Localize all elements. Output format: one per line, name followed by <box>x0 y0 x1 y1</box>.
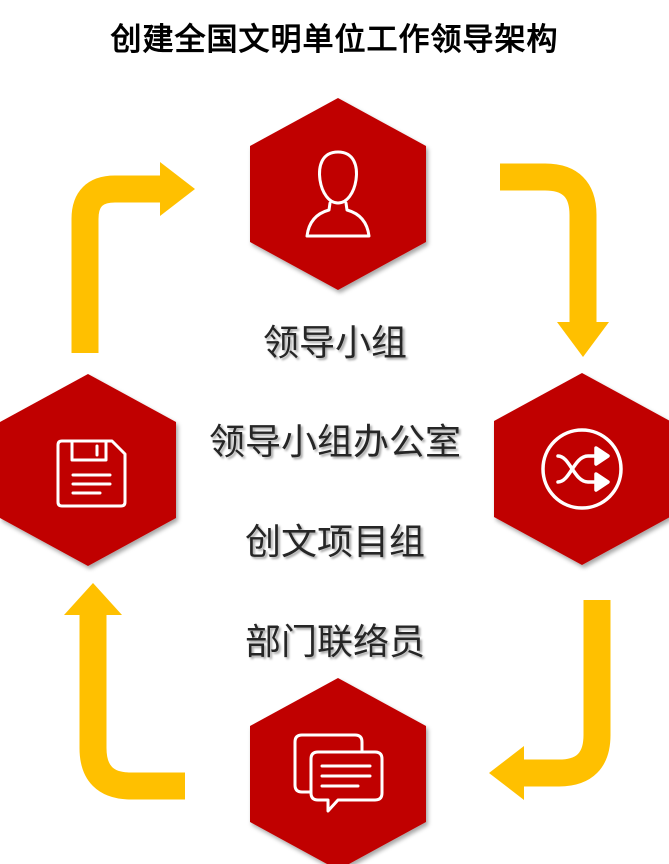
arrow-top-right <box>500 163 597 322</box>
diagram-title: 创建全国文明单位工作领导架构 <box>110 22 559 58</box>
person-icon <box>305 150 371 238</box>
hexagon-right <box>494 373 669 565</box>
hexagon-left <box>0 374 176 566</box>
arrow-bottom-left <box>79 615 185 800</box>
hexagons <box>0 98 669 864</box>
arrow-head-left <box>489 746 524 800</box>
arrow-head-up <box>64 583 122 615</box>
hexagon-top <box>250 98 426 290</box>
arrow-heads <box>64 162 609 800</box>
arrow-right-bottom <box>524 600 611 787</box>
level-3-project-team: 创文项目组 <box>244 522 425 563</box>
arrows <box>71 163 611 800</box>
floppy-disk-icon <box>56 439 127 508</box>
arrow-left-top <box>71 175 160 353</box>
level-4-department-liaison: 部门联络员 <box>244 622 425 663</box>
arrow-head-right <box>160 162 195 216</box>
chat-bubbles-icon <box>293 733 384 813</box>
level-2-leading-group-office: 领导小组办公室 <box>208 422 461 463</box>
level-1-leading-group: 领导小组 <box>262 323 407 364</box>
arrow-head-down <box>557 322 609 357</box>
shuffle-play-icon <box>541 428 623 510</box>
